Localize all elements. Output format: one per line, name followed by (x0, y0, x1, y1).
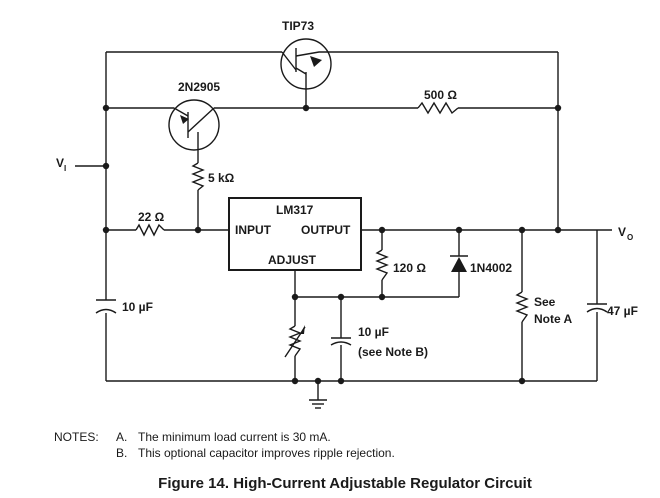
5k-ohm-label: 5 kΩ (208, 171, 235, 185)
resistor-5k-ohm (191, 162, 205, 191)
note-b-text: This optional capacitor improves ripple … (138, 446, 395, 460)
1n4002-label: 1N4002 (470, 261, 512, 275)
transistor-tip73 (280, 38, 332, 90)
lm317-adjust-pin: ADJUST (268, 253, 317, 267)
120-ohm-label: 120 Ω (393, 261, 426, 275)
transistor-2n2905 (168, 99, 220, 151)
capacitor-adjust-10uf (330, 337, 352, 346)
load-see-label: See (534, 295, 556, 309)
vo-sub: O (627, 233, 633, 242)
junction-dots (102, 104, 562, 385)
load-note-label: Note A (534, 312, 573, 326)
2n2905-label: 2N2905 (178, 80, 220, 94)
c-adj-label: 10 µF (358, 325, 389, 339)
vo-terminal: V O (618, 225, 633, 242)
vo-main: V (618, 225, 626, 239)
notes-heading: NOTES: (54, 430, 99, 444)
lm317-output-pin: OUTPUT (301, 223, 351, 237)
tip73-label: TIP73 (282, 19, 314, 33)
ground-symbol (309, 399, 327, 409)
c-out-label: 47 µF (607, 304, 638, 318)
lm317-input-pin: INPUT (235, 223, 272, 237)
note-a-text: The minimum load current is 30 mA. (138, 430, 331, 444)
lm317-ic: LM317 INPUT OUTPUT ADJUST (228, 197, 362, 271)
resistor-load (515, 291, 529, 323)
capacitor-input-10uf (95, 299, 117, 314)
500-ohm-label: 500 Ω (424, 88, 457, 102)
figure-caption: Figure 14. High-Current Adjustable Regul… (158, 475, 532, 492)
notes-block: NOTES: A. The minimum load current is 30… (54, 430, 395, 460)
vi-sub: I (64, 164, 66, 173)
diode-1n4002 (450, 255, 468, 272)
note-b-letter: B. (116, 446, 127, 460)
resistor-22-ohm (135, 223, 165, 237)
22-ohm-label: 22 Ω (138, 210, 165, 224)
c-adj-note: (see Note B) (358, 345, 428, 359)
lm317-name: LM317 (276, 203, 314, 217)
c-in-label: 10 µF (122, 300, 153, 314)
vi-main: V (56, 156, 64, 170)
capacitor-output-47uf (586, 303, 608, 313)
note-a-letter: A. (116, 430, 127, 444)
vi-terminal: V I (56, 156, 66, 173)
resistor-500-ohm (417, 101, 459, 115)
resistor-120-ohm (375, 249, 389, 281)
potentiometer-adjust (284, 325, 306, 358)
